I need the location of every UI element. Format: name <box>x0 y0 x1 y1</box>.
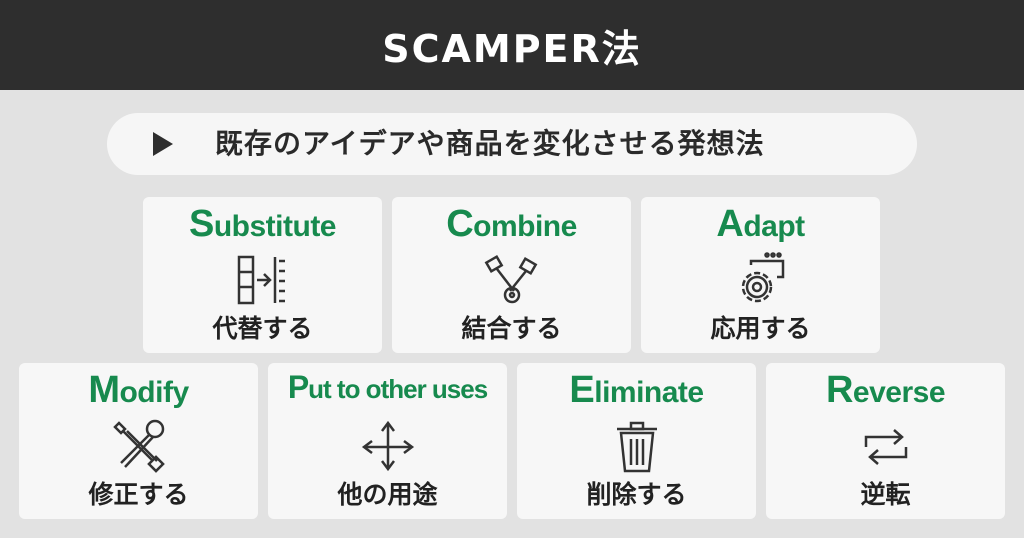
subtitle-text: 既存のアイデアや商品を変化させる発想法 <box>215 127 765 160</box>
split-arrows-icon <box>361 420 414 472</box>
card-title: Combine <box>446 203 577 245</box>
card-put-to-other-uses: Put to other uses 他の用途 <box>268 363 507 519</box>
card-title: Reverse <box>825 369 946 411</box>
wrench-screwdriver-icon <box>112 419 165 473</box>
card-substitute: Substitute 代替する <box>143 197 382 353</box>
subtitle-banner: 既存のアイデアや商品を変化させる発想法 <box>107 113 917 175</box>
card-title: Adapt <box>716 203 805 245</box>
card-label: 結合する <box>461 314 562 343</box>
combine-tools-icon <box>484 254 537 304</box>
card-title: Put to other uses <box>287 369 488 405</box>
card-label: 逆転 <box>860 480 911 509</box>
substitute-arrow-icon <box>237 255 285 305</box>
card-label: 代替する <box>212 314 313 343</box>
card-reverse: Reverse 逆転 <box>766 363 1005 519</box>
card-eliminate: Eliminate 削除する <box>517 363 756 519</box>
card-label: 他の用途 <box>337 480 438 509</box>
card-title: Substitute <box>188 203 337 245</box>
card-adapt: Adapt 応用する <box>641 197 880 353</box>
reverse-arrows-icon <box>864 429 907 465</box>
gear-icon <box>741 252 784 303</box>
play-icon <box>153 132 173 156</box>
page-title: SCAMPER法 <box>382 26 642 71</box>
card-label: 削除する <box>586 480 687 509</box>
card-label: 応用する <box>710 314 811 343</box>
card-modify: Modify 修正する <box>19 363 258 519</box>
card-combine: Combine 結合する <box>392 197 631 353</box>
card-label: 修正する <box>88 480 189 509</box>
card-title: Modify <box>88 369 189 411</box>
trash-icon <box>616 421 657 473</box>
card-title: Eliminate <box>569 369 704 411</box>
header-bar: SCAMPER法 <box>0 0 1024 90</box>
